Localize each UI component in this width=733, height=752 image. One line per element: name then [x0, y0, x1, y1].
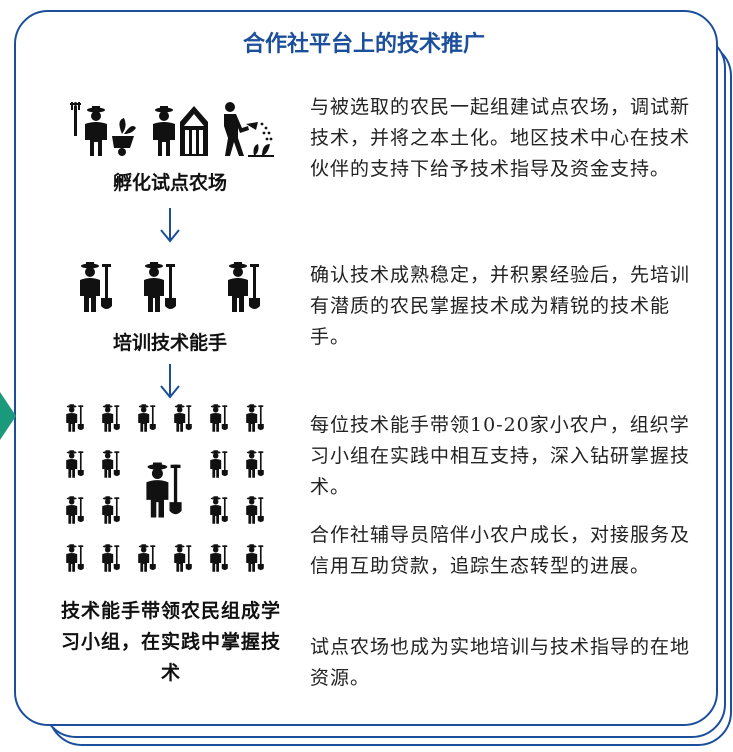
- step-1-description: 与被选取的农民一起组建试点农场，调试新技术，并将之本土化。地区技术中心在技术伙伴…: [310, 96, 691, 180]
- down-arrow-icon: [160, 364, 180, 399]
- step-3-description-2: 合作社辅导员陪伴小农户成长，对接服务及信用互助贷款，追踪生态转型的进展。: [310, 524, 691, 577]
- farmer-shovel-icon: [228, 262, 260, 312]
- farmer-watering-icon: [224, 102, 274, 157]
- farmer-shovel-icon: [80, 262, 112, 312]
- side-arrow-icon: [0, 392, 16, 440]
- step-2-description: 确认技术成熟稳定，并积累经验后，先培训有潜质的农民掌握技术成为精锐的技术能手。: [310, 264, 691, 348]
- step-3-description-1: 每位技术能手带领10-20家小农户，组织学习小组在实践中相互支持，深入钻研掌握技…: [310, 414, 691, 498]
- farmer-group-icon: [66, 404, 264, 572]
- step-2-label: 培训技术能手: [112, 332, 227, 354]
- diagram-title: 合作社平台上的技术推广: [242, 32, 485, 57]
- farmer-shovel-icon: [144, 262, 176, 312]
- step-1-label: 孵化试点农场: [112, 172, 227, 194]
- step-3-description-3: 试点农场也成为实地培训与技术指导的在地资源。: [310, 636, 691, 689]
- farmer-tools-icon: [70, 102, 136, 156]
- down-arrow-icon: [160, 208, 180, 243]
- step-3-label: 技术能手带领农民组成学习小组，在实践中掌握技术: [60, 600, 281, 684]
- farmer-greenhouse-icon: [153, 106, 208, 156]
